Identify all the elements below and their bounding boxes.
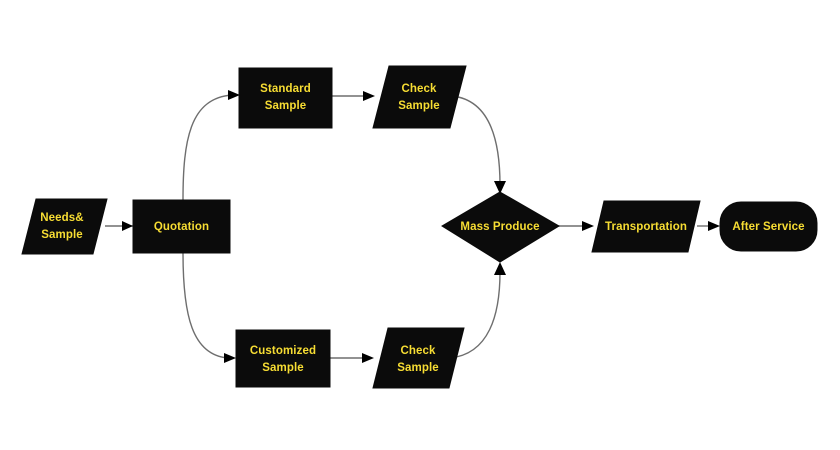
needs-sample-shape[interactable] [21,198,108,255]
edge-customized-sample-to-check-bottom [330,353,374,363]
edge-transportation-to-after-service [697,221,720,231]
edge-layer [105,90,720,363]
arrowhead [363,91,375,101]
check-sample-top-shape[interactable] [372,65,467,129]
arrowhead [228,90,240,100]
arrowhead [582,221,594,231]
check-sample-bottom-shape[interactable] [372,327,465,389]
arrowhead [224,353,236,363]
node-transportation[interactable]: Transportation [591,200,701,253]
node-needs-sample[interactable]: Needs& Sample [21,198,108,255]
node-standard-sample[interactable]: Standard Sample [238,67,333,129]
edge-line [182,94,233,201]
node-quotation[interactable]: Quotation [132,199,231,254]
arrowhead [362,353,374,363]
node-customized-sample[interactable]: Customized Sample [235,329,331,388]
node-check-sample-bottom[interactable]: Check Sample [372,327,465,389]
edge-quotation-to-standard-sample [182,90,240,201]
customized-sample-shape[interactable] [235,329,331,388]
edge-line [449,271,501,359]
edge-needs-to-quotation [105,221,133,231]
quotation-shape[interactable] [132,199,231,254]
edge-standard-sample-to-check-top [332,91,375,101]
arrowhead [708,221,720,231]
node-after-service[interactable]: After Service [719,201,818,252]
arrowhead [494,181,506,194]
node-mass-produce[interactable]: Mass Produce [441,191,560,263]
edge-check-bottom-to-mass-produce [449,262,506,359]
arrowhead [494,262,506,275]
arrowhead [122,221,133,231]
node-check-sample-top[interactable]: Check Sample [372,65,467,129]
edge-mass-produce-to-transportation [558,221,594,231]
node-layer: Needs& Sample Quotation Standard Sample … [21,65,818,389]
after-service-shape[interactable] [719,201,818,252]
mass-produce-shape[interactable] [441,191,560,263]
transportation-shape[interactable] [591,200,701,253]
edge-check-top-to-mass-produce [451,95,506,194]
edge-quotation-to-customized-sample [182,252,236,363]
edge-line [182,252,229,359]
standard-sample-shape[interactable] [238,67,333,129]
edge-line [451,95,501,186]
